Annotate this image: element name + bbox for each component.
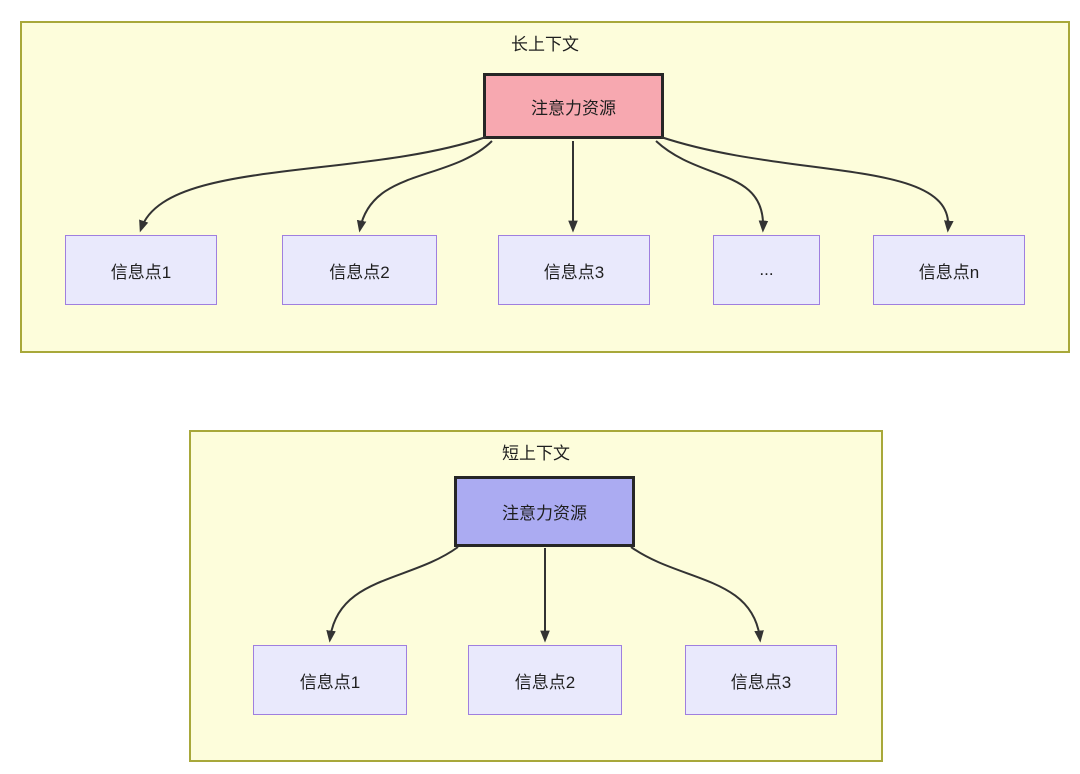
node-long-info-n: 信息点n [873,235,1025,305]
node-attention-resource-short: 注意力资源 [454,476,635,547]
node-long-info-1: 信息点1 [65,235,217,305]
node-attention-resource-long: 注意力资源 [483,73,664,139]
node-short-info-1: 信息点1 [253,645,407,715]
node-long-info-3: 信息点3 [498,235,650,305]
node-short-info-3: 信息点3 [685,645,837,715]
node-short-info-2: 信息点2 [468,645,622,715]
node-long-info-ellipsis: ... [713,235,820,305]
node-long-info-2: 信息点2 [282,235,437,305]
panel-short-title: 短上下文 [502,444,570,463]
panel-long-title: 长上下文 [511,35,579,54]
